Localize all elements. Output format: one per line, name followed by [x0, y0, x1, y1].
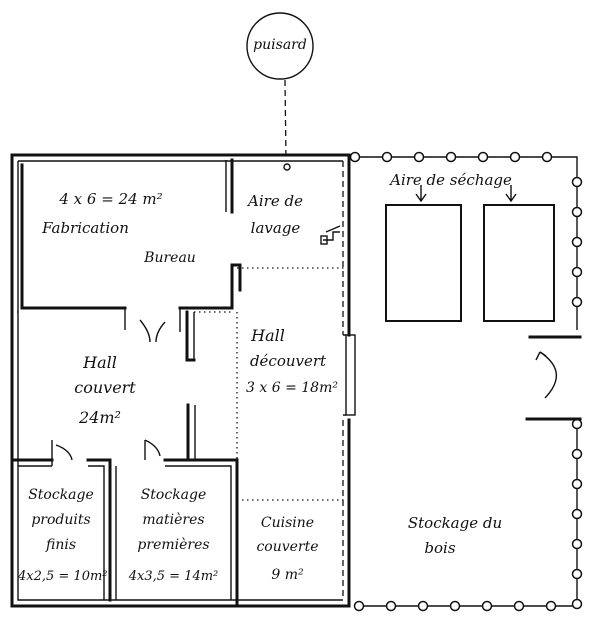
fence-post: [481, 600, 493, 612]
hall-open-line1: Hall: [251, 326, 285, 345]
fence-posts: [349, 151, 583, 612]
washing-line2: lavage: [250, 219, 301, 237]
fence-post: [571, 236, 583, 248]
fence-post: [381, 151, 393, 163]
fence-post: [541, 151, 553, 163]
fence-post: [571, 478, 583, 490]
fence-post: [385, 600, 397, 612]
fabrication-label: Fabrication: [42, 219, 129, 237]
fence-post: [477, 151, 489, 163]
fence-post: [417, 600, 429, 612]
fence-post: [349, 151, 361, 163]
drying-area-label: Aire de séchage: [390, 171, 512, 189]
wood-storage-line1: Stockage du: [407, 514, 503, 532]
storage-raw-line2: matières: [142, 512, 205, 528]
wood-storage-line2: bois: [424, 539, 456, 557]
storage-finished-line2: produits: [31, 512, 91, 528]
storage-finished-line1: Stockage: [28, 487, 94, 503]
gate: [525, 335, 582, 421]
storage-finished-area: 4x2,5 = 10m²: [18, 569, 108, 584]
fence-post: [509, 151, 521, 163]
storage-raw-area: 4x3,5 = 14m²: [128, 569, 219, 584]
fence-post: [353, 600, 365, 612]
storage-finished-line3: finis: [45, 537, 77, 553]
hall-covered-line1: Hall: [83, 353, 117, 372]
well-symbol: [246, 12, 314, 171]
fence-post: [571, 176, 583, 188]
fence-post: [571, 598, 583, 610]
drying-rack: [483, 204, 555, 322]
well-label: puisard: [253, 37, 307, 53]
fence-post: [545, 600, 557, 612]
hall-covered-area: 24m²: [79, 408, 121, 427]
fence-post: [571, 508, 583, 520]
hall-open-line2: découvert: [249, 352, 327, 370]
door-swings: [51, 308, 181, 466]
fence-post: [571, 206, 583, 218]
bureau-label: Bureau: [144, 250, 196, 266]
kitchen-area: 9 m²: [271, 567, 304, 583]
fence-post: [413, 151, 425, 163]
hall-covered-line2: couvert: [74, 378, 136, 397]
storage-raw-line3: premières: [137, 537, 210, 553]
fabrication-area: 4 x 6 = 24 m²: [59, 190, 163, 208]
washing-line1: Aire de: [248, 192, 303, 210]
fence-post: [449, 600, 461, 612]
fence-post: [445, 151, 457, 163]
fence-post: [513, 600, 525, 612]
fence-post: [571, 266, 583, 278]
storage-raw-line1: Stockage: [140, 487, 207, 503]
fence-post: [571, 538, 583, 550]
drying-racks: [385, 185, 555, 322]
drying-rack: [385, 204, 462, 322]
fence-post: [571, 448, 583, 460]
fence-post: [571, 418, 583, 430]
kitchen-line2: couverte: [256, 539, 319, 555]
kitchen-line1: Cuisine: [260, 515, 315, 531]
building-walls: [10, 153, 356, 608]
fence-post: [571, 296, 583, 308]
hall-open-area: 3 x 6 = 18m²: [246, 380, 338, 396]
tap-icon: [320, 225, 341, 245]
fence-post: [571, 568, 583, 580]
